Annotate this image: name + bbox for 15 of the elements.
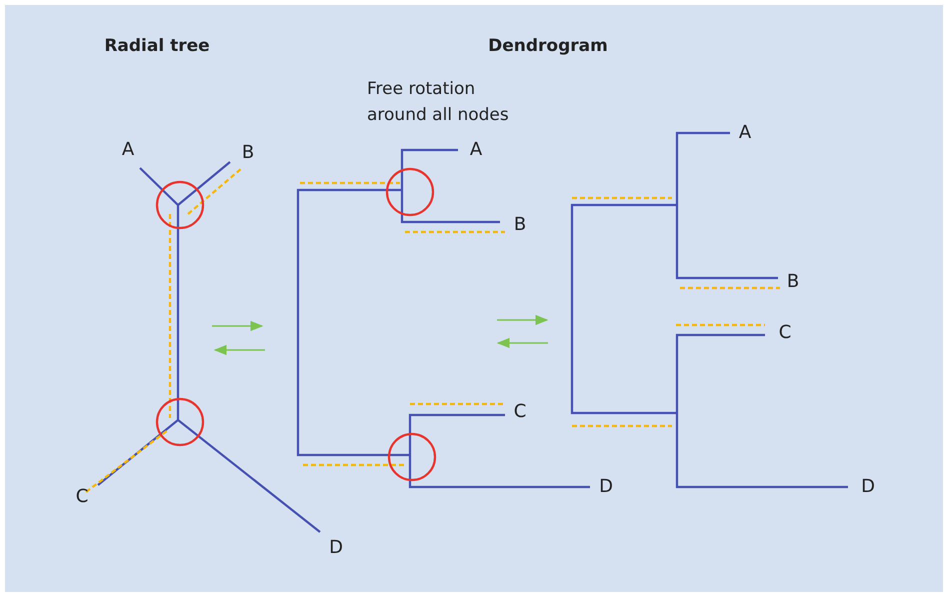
leaf-label: C (514, 400, 526, 424)
leaf-label: A (470, 138, 482, 162)
leaf-label: B (786, 270, 800, 294)
leaf-label: A (122, 138, 134, 162)
leaf-label: C (778, 321, 792, 345)
leaf-label: B (242, 141, 254, 165)
leaf-label: C (76, 485, 88, 509)
leaf-label: D (861, 475, 875, 499)
leaf-label: D (329, 536, 343, 560)
leaf-label: D (599, 475, 613, 499)
heading: Dendrogram (488, 35, 608, 58)
note-text: Free rotation around all nodes (367, 78, 510, 127)
leaf-label: B (514, 213, 526, 237)
leaf-label: A (738, 121, 752, 145)
heading: Radial tree (104, 35, 210, 58)
